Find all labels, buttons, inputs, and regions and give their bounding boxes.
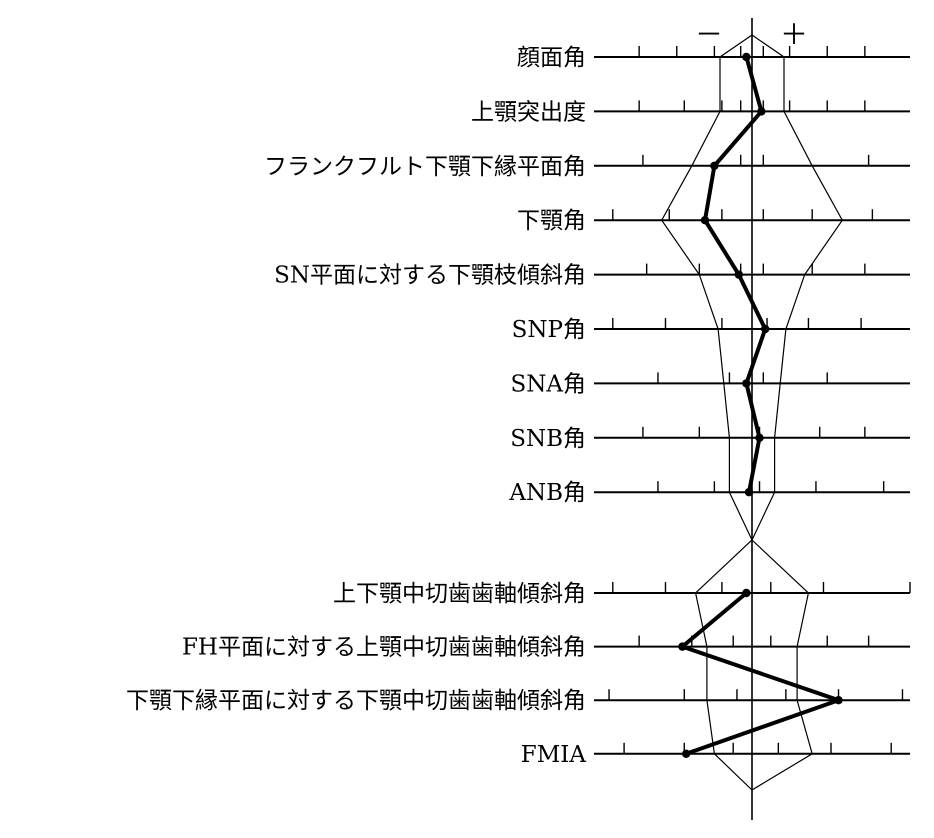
patient-point-6 [760, 324, 770, 334]
row-label-10: 上下顎中切歯歯軸傾斜角 [333, 581, 586, 607]
plus-sign: ＋ [780, 18, 808, 51]
row-label-4: 下顎角 [517, 208, 586, 234]
row-label-9: ANB角 [508, 480, 586, 506]
patient-line-2 [680, 591, 841, 756]
patient-point-10 [742, 588, 751, 598]
patient-point-11 [678, 642, 687, 651]
row-label-11: FH平面に対する上顎中切歯歯軸傾斜角 [182, 635, 586, 661]
patient-point-5 [734, 270, 744, 279]
row-label-12: 下顎下縁平面に対する下顎中切歯歯軸傾斜角 [126, 688, 586, 714]
row-label-7: SNA角 [511, 371, 587, 397]
patient-point-1 [742, 52, 751, 62]
patient-point-8 [755, 433, 764, 442]
norm-polygon-2 [694, 539, 813, 791]
row-label-13: FMIA [521, 742, 587, 768]
patient-point-2 [757, 107, 766, 116]
patient-point-9 [744, 488, 754, 497]
patient-point-13 [681, 749, 691, 758]
row-label-5: SN平面に対する下顎枝傾斜角 [274, 263, 586, 289]
row-label-1: 顔面角 [517, 45, 586, 71]
row-label-2: 上顎突出度 [471, 99, 586, 125]
row-label-8: SNB角 [510, 426, 586, 452]
patient-point-3 [710, 161, 719, 170]
patient-point-12 [834, 696, 843, 705]
patient-point-7 [742, 379, 751, 388]
row-label-3: フランクフルト下顎下縁平面角 [264, 154, 586, 180]
row-label-6: SNP角 [512, 317, 586, 343]
minus-sign: － [695, 18, 723, 51]
patient-profile [678, 52, 843, 758]
patient-point-4 [700, 216, 710, 225]
